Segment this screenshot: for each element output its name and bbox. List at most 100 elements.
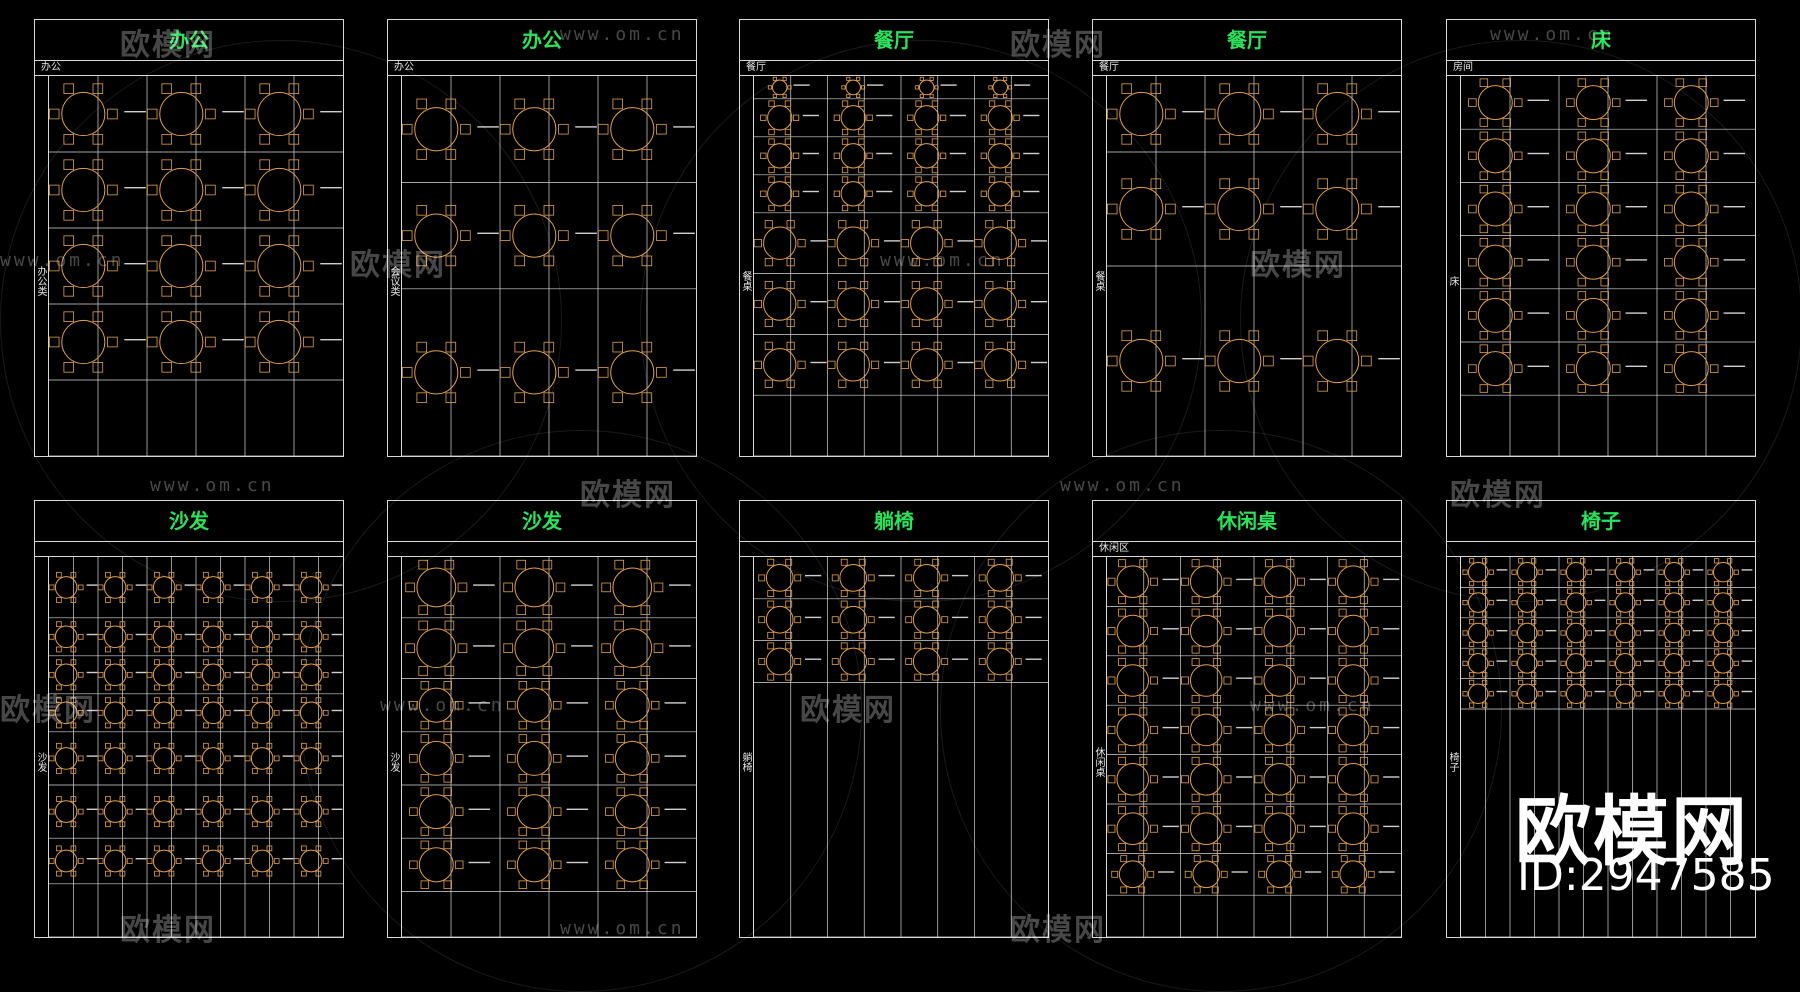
chair-symbol bbox=[641, 98, 653, 110]
spec-text-line bbox=[1741, 569, 1753, 571]
chair-symbol bbox=[1665, 641, 1671, 647]
chair-symbol bbox=[105, 722, 111, 729]
chair-symbol bbox=[1733, 691, 1739, 697]
chair-symbol bbox=[154, 659, 160, 665]
furniture-symbol bbox=[103, 849, 127, 873]
furniture-symbol bbox=[912, 605, 941, 634]
spec-text-line bbox=[184, 709, 196, 712]
watermark-url: www.om.cn bbox=[560, 918, 685, 939]
chair-symbol bbox=[1714, 558, 1720, 564]
spec-text-line bbox=[184, 858, 196, 860]
watermark-url: www.om.cn bbox=[0, 250, 125, 271]
chair-symbol bbox=[154, 646, 160, 653]
chair-symbol bbox=[119, 684, 126, 691]
furniture-symbol bbox=[1614, 683, 1636, 705]
chair-symbol bbox=[543, 149, 555, 160]
chair-symbol bbox=[203, 768, 209, 774]
chair-symbol bbox=[597, 367, 609, 378]
chair-symbol bbox=[266, 659, 273, 665]
chair-symbol bbox=[154, 697, 160, 703]
chair-symbol bbox=[1658, 630, 1664, 636]
chair-symbol bbox=[49, 633, 55, 640]
chair-symbol bbox=[77, 808, 84, 815]
spec-text-line bbox=[86, 808, 98, 810]
spec-text-line bbox=[1741, 630, 1753, 632]
chair-symbol bbox=[70, 768, 77, 774]
chair-symbol bbox=[1609, 691, 1615, 697]
chair-symbol bbox=[70, 697, 77, 703]
chair-symbol bbox=[105, 742, 111, 749]
chair-symbol bbox=[867, 616, 875, 624]
furniture-symbol bbox=[250, 800, 274, 823]
furniture-symbol bbox=[54, 663, 78, 687]
chair-symbol bbox=[168, 646, 175, 653]
sheet-subtitle: 办公 bbox=[388, 60, 696, 76]
chair-symbol bbox=[105, 768, 111, 774]
chair-symbol bbox=[217, 621, 224, 627]
chair-symbol bbox=[168, 796, 175, 802]
spec-text-line bbox=[233, 755, 245, 757]
chair-symbol bbox=[49, 584, 55, 591]
chair-symbol bbox=[1511, 630, 1517, 636]
chair-symbol bbox=[105, 870, 111, 877]
chair-symbol bbox=[56, 571, 62, 578]
furniture-symbol bbox=[1614, 592, 1636, 613]
furniture-symbol bbox=[54, 849, 78, 873]
spec-text-line bbox=[233, 808, 245, 810]
chair-symbol bbox=[1518, 619, 1524, 625]
chair-symbol bbox=[1346, 83, 1358, 94]
chair-symbol bbox=[97, 808, 104, 815]
chair-symbol bbox=[1635, 600, 1641, 606]
chair-symbol bbox=[914, 631, 922, 639]
spec-text-line bbox=[282, 709, 294, 712]
chair-symbol bbox=[203, 597, 209, 603]
chair-symbol bbox=[1567, 702, 1573, 708]
chair-symbol bbox=[56, 821, 62, 828]
furniture-symbol bbox=[1565, 653, 1587, 674]
chair-symbol bbox=[1616, 649, 1622, 655]
spec-text-line bbox=[1643, 660, 1655, 662]
chair-symbol bbox=[1678, 649, 1684, 655]
furniture-symbol bbox=[250, 701, 274, 725]
furniture-symbol bbox=[1516, 622, 1538, 644]
spec-text-line bbox=[1692, 599, 1704, 601]
watermark-url: www.om.cn bbox=[1250, 695, 1375, 716]
furniture-symbol bbox=[1217, 91, 1262, 137]
chair-symbol bbox=[56, 646, 62, 653]
furniture-symbol bbox=[250, 625, 274, 649]
furniture-symbol bbox=[152, 663, 176, 687]
chair-symbol bbox=[1580, 611, 1586, 617]
chair-symbol bbox=[97, 671, 104, 678]
spec-text-line bbox=[477, 126, 499, 128]
chair-symbol bbox=[1709, 98, 1719, 107]
chair-symbol bbox=[195, 633, 202, 640]
chair-symbol bbox=[92, 83, 104, 94]
chair-symbol bbox=[293, 808, 300, 815]
chair-symbol bbox=[1658, 660, 1664, 666]
chair-symbol bbox=[203, 621, 209, 627]
chair-symbol bbox=[77, 709, 84, 716]
chair-symbol bbox=[168, 697, 175, 703]
spec-text-line bbox=[135, 633, 147, 636]
chair-symbol bbox=[119, 796, 126, 802]
spec-text-line bbox=[1496, 630, 1508, 632]
chair-symbol bbox=[322, 858, 329, 864]
furniture-symbol bbox=[512, 107, 557, 152]
chair-symbol bbox=[1629, 649, 1635, 655]
chair-symbol bbox=[1531, 641, 1537, 647]
chair-symbol bbox=[266, 845, 273, 852]
chair-symbol bbox=[175, 584, 182, 591]
chair-symbol bbox=[252, 845, 258, 852]
chair-symbol bbox=[224, 633, 231, 640]
chair-symbol bbox=[217, 870, 224, 877]
chair-symbol bbox=[70, 845, 77, 852]
chair-symbol bbox=[1684, 569, 1690, 575]
furniture-symbol bbox=[152, 747, 176, 770]
chair-symbol bbox=[867, 658, 875, 665]
chair-symbol bbox=[266, 697, 273, 703]
chair-symbol bbox=[252, 796, 258, 802]
chair-symbol bbox=[126, 584, 133, 591]
chair-symbol bbox=[612, 98, 623, 110]
chair-symbol bbox=[612, 149, 623, 160]
chair-symbol bbox=[126, 755, 133, 762]
